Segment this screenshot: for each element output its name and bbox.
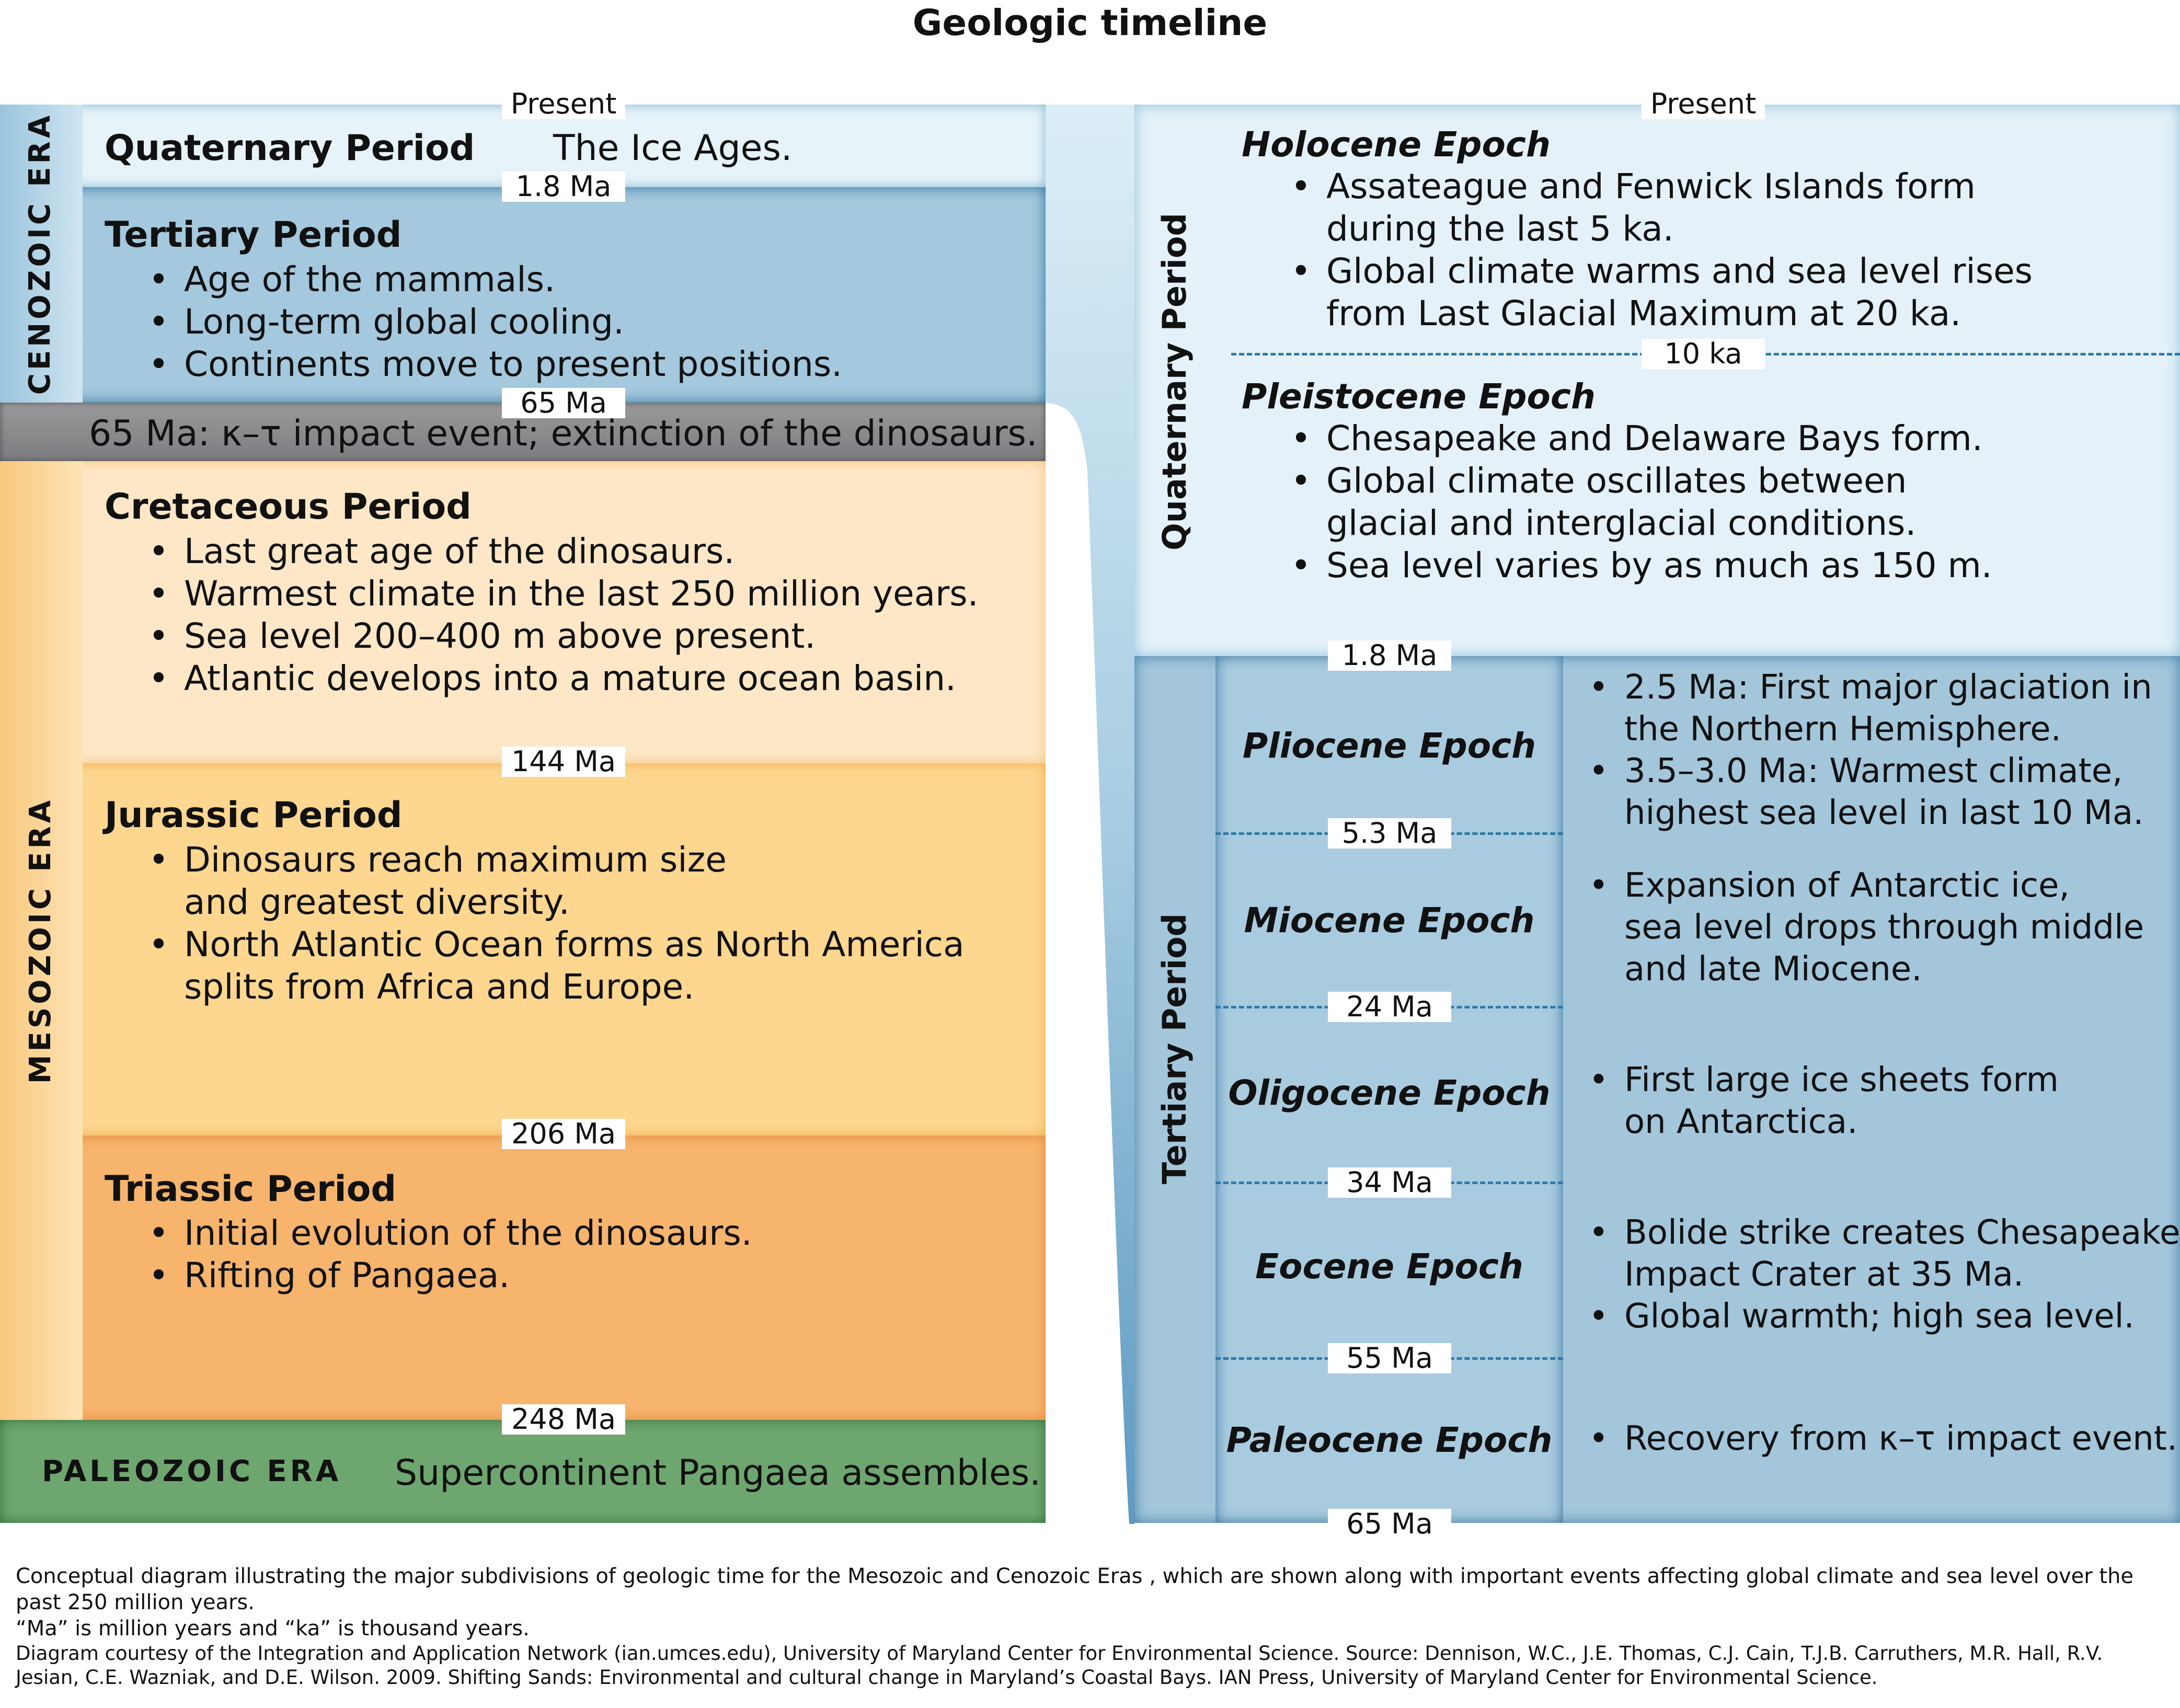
pleistocene-bullets: Chesapeake and Delaware Bays form. Globa…: [1283, 417, 1992, 587]
cretaceous-title: Cretaceous Period: [105, 486, 472, 528]
list-item: North Atlantic Ocean forms as North Amer…: [141, 923, 965, 966]
list-item: Age of the mammals.: [141, 258, 842, 301]
triassic-title: Triassic Period: [105, 1168, 397, 1210]
list-item: Initial evolution of the dinosaurs.: [141, 1212, 752, 1254]
right-quaternary-label: Quaternary Period: [1155, 213, 1194, 551]
right-tertiary-label: Tertiary Period: [1155, 913, 1194, 1185]
quaternary-text: The Ice Ages.: [553, 128, 793, 169]
list-item-continuation: glacial and interglacial conditions.: [1326, 503, 1917, 543]
miocene-title: Miocene Epoch: [1244, 900, 1535, 941]
caption-units-note: “Ma” is million years and “ka” is thousa…: [16, 1617, 530, 1641]
list-item: 2.5 Ma: First major glaciation in: [1581, 667, 2152, 708]
time-tag-1-8ma-right: 1.8 Ma: [1328, 640, 1451, 671]
time-tag-144ma: 144 Ma: [502, 747, 625, 777]
list-item: Recovery from κ–τ impact event.: [1581, 1418, 2177, 1460]
list-item-continuation: from Last Glacial Maximum at 20 ka.: [1326, 293, 1961, 334]
list-item: Last great age of the dinosaurs.: [141, 530, 979, 572]
list-item: Sea level 200–400 m above present.: [141, 615, 979, 657]
list-item: Global climate oscillates between: [1283, 460, 1992, 502]
epoch-column: [1215, 656, 1563, 1523]
list-item: Bolide strike creates Chesapeake: [1581, 1212, 2180, 1254]
list-item: 3.5–3.0 Ma: Warmest climate,: [1581, 750, 2152, 792]
pleistocene-title: Pleistocene Epoch: [1242, 376, 1596, 417]
expansion-connector: [1040, 105, 1134, 1524]
cenozoic-era-bar: [0, 105, 83, 403]
tertiary-title: Tertiary Period: [105, 214, 402, 256]
list-item: Warmest climate in the last 250 million …: [141, 572, 979, 615]
list-item: Sea level varies by as much as 150 m.: [1283, 544, 1992, 587]
list-item-continuation: on Antarctica.: [1624, 1103, 1858, 1141]
present-tag-left: Present: [502, 89, 625, 119]
list-item: Rifting of Pangaea.: [141, 1254, 752, 1297]
list-item: Long-term global cooling.: [141, 301, 842, 343]
mesozoic-era-bar: [0, 461, 83, 1420]
miocene-notes: Expansion of Antarctic ice, sea level dr…: [1581, 865, 2144, 990]
list-item-continuation: splits from Africa and Europe.: [184, 967, 695, 1007]
list-item: Global warmth; high sea level.: [1581, 1296, 2180, 1337]
list-item: Continents move to present positions.: [141, 343, 842, 385]
time-tag-10ka: 10 ka: [1642, 339, 1765, 369]
list-item-continuation: during the last 5 ka.: [1326, 209, 1674, 249]
jurassic-bullets: Dinosaurs reach maximum size and greates…: [141, 839, 965, 1008]
paleozoic-era-label: PALEOZOIC ERA: [42, 1454, 342, 1488]
caption-credit: Diagram courtesy of the Integration and …: [16, 1642, 2103, 1689]
time-tag-5-3ma: 5.3 Ma: [1328, 818, 1451, 849]
list-item: Assateague and Fenwick Islands form: [1283, 165, 2033, 208]
time-tag-65ma-right: 65 Ma: [1328, 1509, 1451, 1539]
cenozoic-era-label: CENOZOIC ERA: [23, 112, 57, 395]
eocene-notes: Bolide strike creates Chesapeake Impact …: [1581, 1212, 2180, 1337]
list-item: Atlantic develops into a mature ocean ba…: [141, 657, 979, 700]
list-item: Global climate warms and sea level rises: [1283, 250, 2033, 292]
mesozoic-era-label: MESOZOIC ERA: [24, 797, 58, 1084]
caption-description: Conceptual diagram illustrating the majo…: [16, 1564, 2134, 1614]
time-tag-55ma: 55 Ma: [1328, 1343, 1451, 1373]
paleocene-notes: Recovery from κ–τ impact event.: [1581, 1418, 2177, 1460]
holocene-bullets: Assateague and Fenwick Islands form duri…: [1283, 165, 2033, 335]
list-item-continuation: highest sea level in last 10 Ma.: [1624, 794, 2144, 832]
time-tag-206ma: 206 Ma: [502, 1119, 625, 1149]
list-item-continuation: and late Miocene.: [1624, 950, 1922, 989]
caption: Conceptual diagram illustrating the majo…: [16, 1563, 2164, 1690]
jurassic-title: Jurassic Period: [105, 795, 403, 836]
list-item-continuation: sea level drops through middle: [1624, 908, 2144, 947]
pliocene-notes: 2.5 Ma: First major glaciation in the No…: [1581, 667, 2152, 834]
present-tag-right: Present: [1642, 89, 1765, 119]
oligocene-notes: First large ice sheets form on Antarctic…: [1581, 1059, 2059, 1143]
pliocene-title: Pliocene Epoch: [1242, 726, 1536, 766]
list-item-continuation: Impact Crater at 35 Ma.: [1624, 1255, 2024, 1294]
paleocene-title: Paleocene Epoch: [1226, 1420, 1553, 1460]
list-item-continuation: and greatest diversity.: [184, 882, 570, 922]
time-tag-24ma: 24 Ma: [1328, 992, 1451, 1022]
list-item-continuation: the Northern Hemisphere.: [1624, 710, 2061, 749]
list-item: Chesapeake and Delaware Bays form.: [1283, 417, 1992, 460]
time-tag-1-8ma-left: 1.8 Ma: [502, 171, 625, 202]
diagram-title: Geologic timeline: [912, 2, 1268, 44]
tertiary-bullets: Age of the mammals. Long-term global coo…: [141, 258, 842, 385]
list-item: Dinosaurs reach maximum size: [141, 839, 965, 881]
cretaceous-bullets: Last great age of the dinosaurs. Warmest…: [141, 530, 979, 700]
paleozoic-text: Supercontinent Pangaea assembles.: [395, 1452, 1041, 1494]
eocene-title: Eocene Epoch: [1255, 1246, 1523, 1287]
quaternary-title: Quaternary Period: [105, 128, 475, 169]
time-tag-248ma: 248 Ma: [502, 1404, 625, 1435]
kt-event-text: 65 Ma: κ–τ impact event; extinction of t…: [89, 413, 1038, 454]
oligocene-title: Oligocene Epoch: [1228, 1073, 1551, 1113]
time-tag-65ma-left: 65 Ma: [502, 388, 625, 418]
triassic-bullets: Initial evolution of the dinosaurs. Rift…: [141, 1212, 752, 1297]
list-item: First large ice sheets form: [1581, 1059, 2059, 1101]
paleozoic-panel: [0, 1420, 1046, 1523]
list-item: Expansion of Antarctic ice,: [1581, 865, 2144, 907]
holocene-title: Holocene Epoch: [1242, 124, 1551, 165]
time-tag-34ma: 34 Ma: [1328, 1167, 1451, 1198]
